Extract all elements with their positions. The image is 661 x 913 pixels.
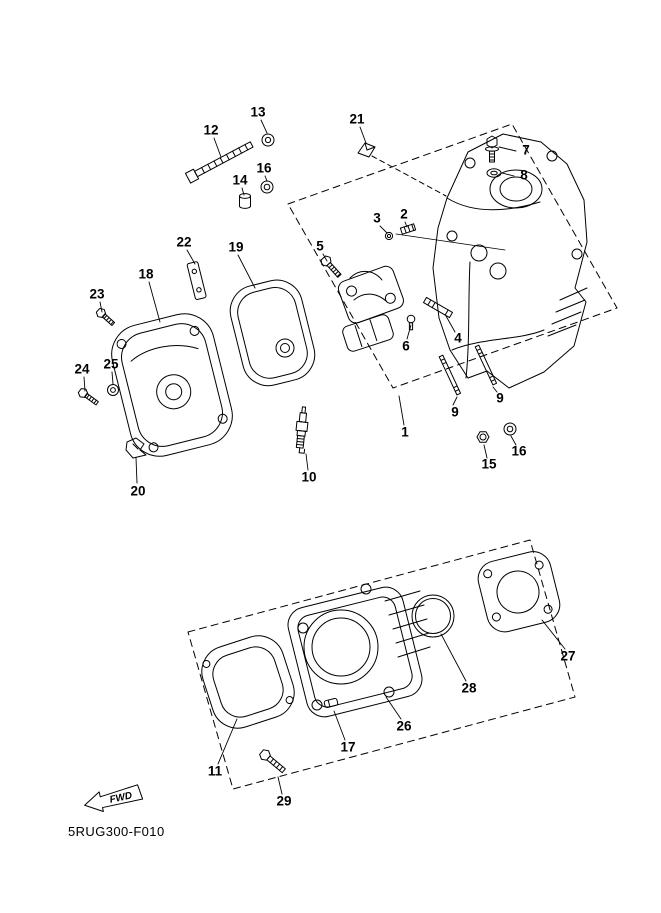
part-rocker-assembly	[337, 265, 404, 352]
callout-6: 6	[402, 338, 410, 354]
part-18-head-cover	[111, 313, 233, 457]
callout-28: 28	[461, 680, 477, 696]
callout-26: 26	[396, 718, 412, 734]
callout-21: 21	[349, 111, 365, 127]
part-10-spark-plug	[295, 406, 309, 454]
callout-25: 25	[103, 356, 119, 372]
callout-14: 14	[232, 172, 248, 188]
callout-15: 15	[481, 456, 497, 472]
part-4-shaft	[423, 296, 453, 319]
callout-20: 20	[130, 483, 146, 499]
valve-guide-axis-line	[395, 233, 506, 251]
callout-24: 24	[74, 361, 90, 377]
part-16-washer-upper	[260, 180, 274, 194]
fwd-arrow: FWD	[84, 784, 144, 812]
part-12-bolt	[184, 141, 254, 184]
pin-21-guide-dashed-line	[371, 155, 447, 197]
part-16-washer-lower	[503, 422, 517, 436]
part-20-clamp	[125, 437, 147, 459]
callout-19: 19	[228, 239, 244, 255]
callout-2: 2	[400, 206, 408, 222]
callout-9: 9	[496, 390, 504, 406]
part-8-washer	[486, 168, 502, 178]
callout-1: 1	[401, 424, 409, 440]
cylinder-assembly-dashed-box	[187, 539, 576, 790]
part-22-plate	[186, 261, 207, 300]
callout-11: 11	[207, 763, 223, 779]
callout-17: 17	[340, 739, 356, 755]
callout-23: 23	[89, 286, 105, 302]
callout-8: 8	[520, 167, 528, 183]
callout-9: 9	[451, 404, 459, 420]
callout-16: 16	[256, 160, 272, 176]
part-13-washer	[261, 133, 275, 147]
part-2-guide	[399, 223, 417, 235]
part-15-nut	[476, 431, 490, 443]
part-27-gasket	[477, 551, 561, 633]
callout-22: 22	[176, 234, 192, 250]
part-11-gasket	[201, 635, 295, 729]
part-25-washer	[107, 384, 119, 396]
callout-12: 12	[203, 122, 219, 138]
leader-lines	[83, 119, 566, 795]
part-3-guide	[384, 231, 394, 241]
part-7-bolt	[485, 135, 499, 163]
part-14-collar	[239, 193, 251, 209]
part-9-stud-a	[438, 354, 462, 396]
part-5-bolt	[320, 255, 342, 278]
part-24-bolt	[77, 388, 99, 406]
part-6-screw	[406, 314, 416, 331]
fwd-label: FWD	[109, 790, 134, 805]
part-1-cylinder-head	[432, 133, 588, 389]
callout-27: 27	[560, 648, 576, 664]
part-28-oring	[411, 594, 455, 638]
part-21-pin	[357, 142, 376, 158]
callout-18: 18	[138, 266, 154, 282]
part-26-cylinder	[287, 583, 431, 718]
callout-29: 29	[276, 793, 292, 809]
part-23-bolt	[95, 307, 116, 327]
callout-10: 10	[301, 469, 317, 485]
diagram-code: 5RUG300-F010	[68, 824, 165, 839]
callout-13: 13	[250, 104, 266, 120]
part-19-gasket	[229, 279, 316, 387]
part-9-stud-b	[474, 344, 498, 386]
callout-16: 16	[511, 443, 527, 459]
callout-4: 4	[454, 330, 462, 346]
callout-7: 7	[522, 142, 530, 158]
head-assembly-dashed-box	[287, 123, 618, 389]
part-17-dowel	[323, 697, 339, 709]
callout-5: 5	[316, 238, 324, 254]
callout-3: 3	[373, 210, 381, 226]
part-29-bolt	[259, 749, 286, 774]
